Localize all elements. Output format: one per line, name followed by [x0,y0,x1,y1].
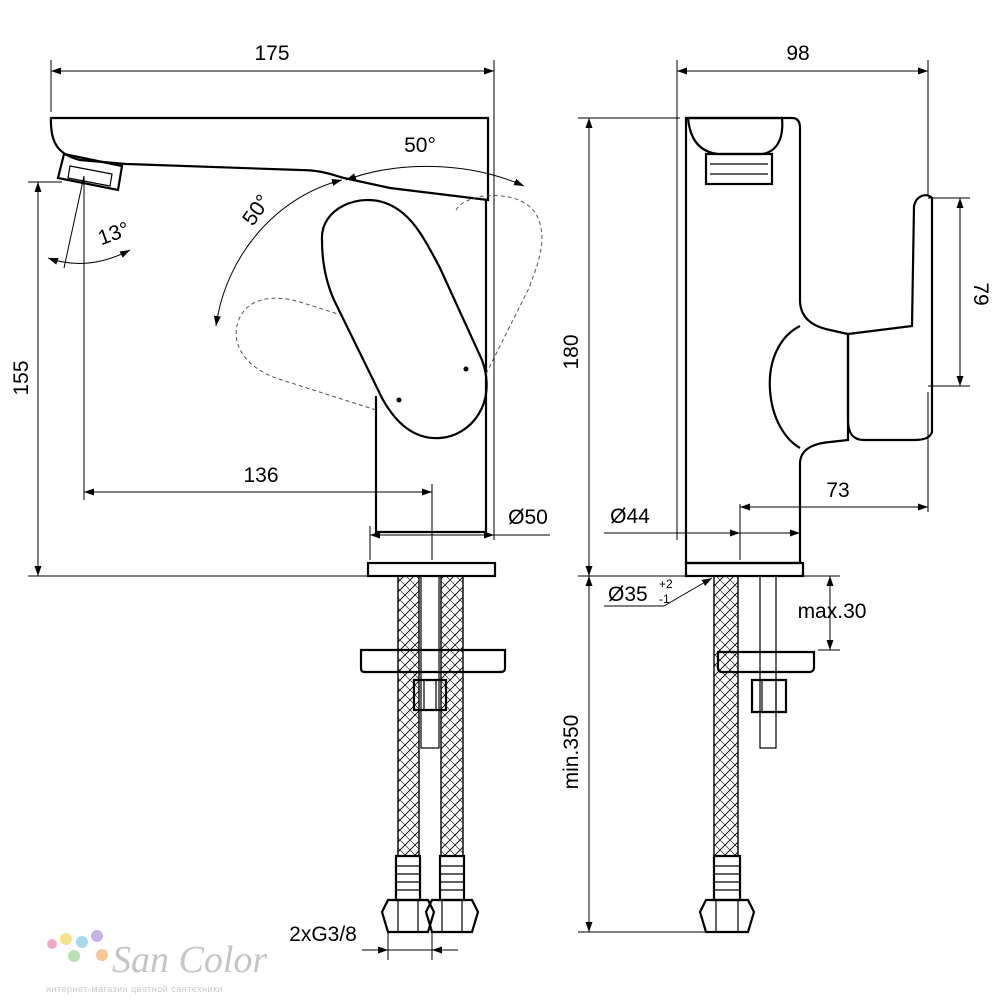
front-hose-left [397,575,420,857]
dim-hole-tol-minus: -1 [659,592,670,606]
front-body [374,200,488,534]
dim-spout-reach: 136 [243,464,278,487]
watermark-dot [68,950,80,962]
front-base [366,561,497,578]
dim-height-side: 180 [560,334,583,369]
dim-overall-depth: 98 [786,42,809,65]
side-hose [713,575,739,857]
side-lever [846,194,934,442]
front-hose-right [440,575,464,857]
front-view [49,116,543,934]
front-spout [49,116,490,202]
angle-lever-forward: 50° [238,191,275,230]
side-dimensions: 98 180 79 73 Ø44 Ø35 +2 -1 max.30 [560,42,992,933]
side-view [684,116,934,934]
front-lever [320,199,488,440]
side-aerator [686,116,784,186]
dim-body-diameter-side: Ø44 [610,505,650,528]
watermark-dot [47,939,57,949]
front-lever-ghost-back [455,195,543,375]
dim-connection: 2xG3/8 [289,923,357,946]
side-body [684,116,850,565]
front-hose-fittings [380,854,480,934]
front-dimensions: 175 155 13° 50° 50° 136 Ø50 2xG3/8 [10,42,550,960]
watermark-dot [96,949,108,961]
side-dome [768,325,801,449]
watermark [47,930,108,962]
dim-hole-diameter: Ø35 [608,583,648,606]
watermark-dot [60,933,72,945]
dim-hole-tol-plus: +2 [659,577,673,591]
side-base [684,561,805,578]
watermark-dot [91,930,103,942]
dim-overall-length: 175 [254,42,289,65]
watermark-tagline: интернет-магазин цветной сантехники [46,984,223,994]
dim-hose-length: min.350 [560,715,583,790]
dim-height-front: 155 [10,360,33,395]
watermark-brand: San Color [112,939,267,981]
dim-lever-height: 79 [969,282,992,305]
angle-spout: 13° [95,218,133,250]
dim-lever-reach: 73 [826,479,849,502]
front-lever-ghost-fwd [235,297,377,411]
side-hose-fitting [698,854,756,934]
watermark-dot [76,936,88,948]
angle-lever-back: 50° [404,134,436,157]
front-mount-plate [359,648,507,674]
dim-body-diameter-front: Ø50 [508,506,548,529]
front-aerator [56,152,124,192]
dim-max-thickness: max.30 [798,600,867,623]
